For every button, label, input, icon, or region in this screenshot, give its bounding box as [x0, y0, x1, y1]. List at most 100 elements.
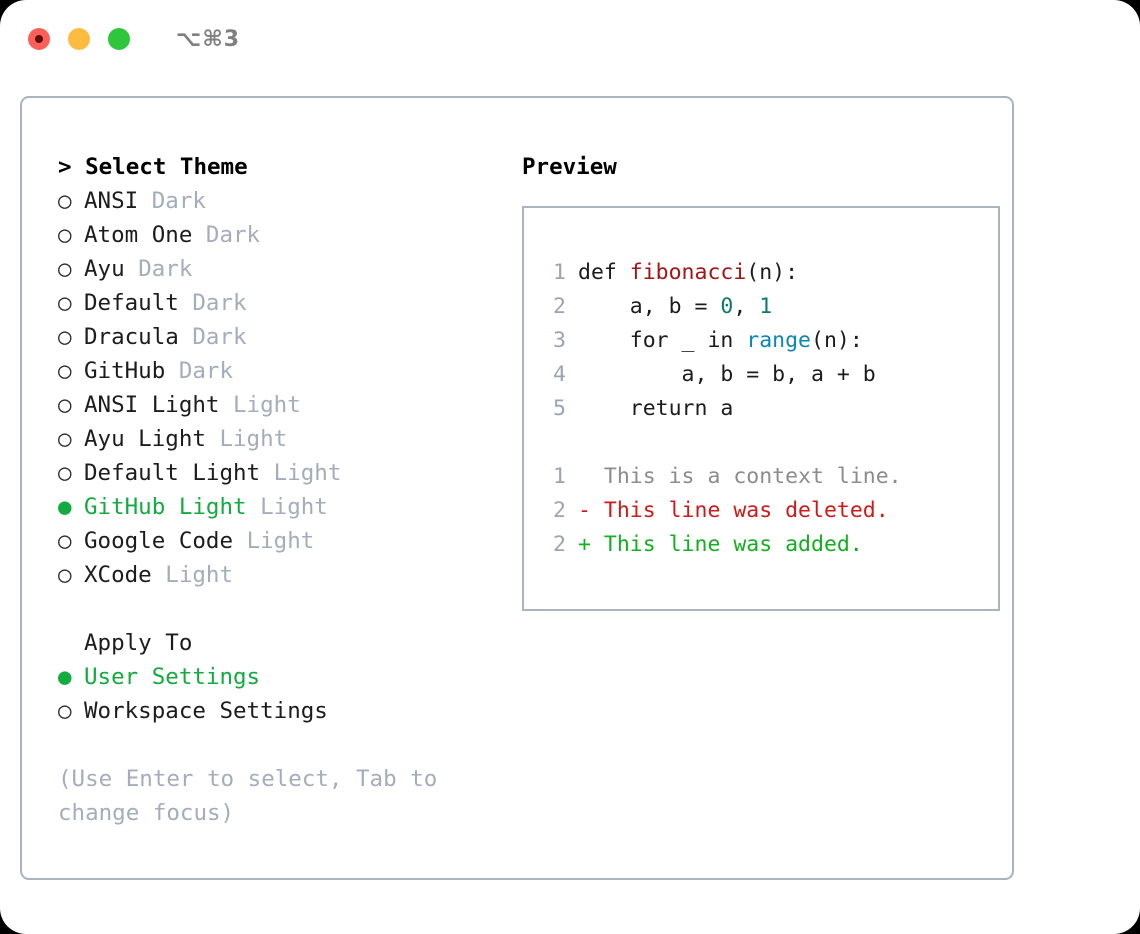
diff-sample: 1 This is a context line. 2- This line wa…	[540, 460, 998, 562]
apply-to-list[interactable]: ●User Settings ○ Workspace Settings	[58, 660, 500, 728]
theme-option-xcode[interactable]: ○XCode Light	[58, 558, 500, 592]
theme-option-label: Default	[84, 290, 179, 316]
line-number: 2	[553, 498, 566, 523]
theme-option-variant: Light	[219, 426, 288, 452]
line-number: 4	[553, 362, 566, 387]
theme-option-gap	[165, 354, 179, 388]
theme-option-variant: Dark	[178, 358, 234, 384]
code-line-content: def fibonacci(n):	[578, 256, 798, 290]
code-line: 3 for _ in range(n):	[540, 324, 998, 358]
theme-option-label: Dracula	[84, 324, 179, 350]
code-token-plain: for _ in	[578, 328, 747, 353]
radio-unselected-icon[interactable]: ○	[58, 188, 72, 214]
theme-option-ayu[interactable]: ○ Ayu Dark	[58, 252, 500, 286]
radio-selected-icon[interactable]: ●	[58, 494, 72, 520]
theme-selector-column: > Select Theme ○ANSI Dark○Atom One Dark○…	[40, 150, 500, 878]
diff-line-add: 2 + This line was added.	[540, 528, 998, 562]
theme-option-gap	[206, 422, 220, 456]
theme-option-variant: Dark	[192, 324, 247, 350]
code-token-plain: a, b =	[578, 294, 721, 319]
theme-option-gap	[247, 490, 261, 524]
theme-option-label: Atom One	[84, 222, 193, 248]
theme-option-dracula[interactable]: ○ Dracula Dark	[58, 320, 500, 354]
theme-option-ansi-light[interactable]: ○ANSI Light Light	[58, 388, 500, 422]
theme-option-github-light[interactable]: ●GitHub Light Light	[58, 490, 500, 524]
theme-option-default[interactable]: ○ Default Dark	[58, 286, 500, 320]
theme-option-gap	[125, 252, 139, 286]
theme-option-label: Ayu Light	[84, 426, 206, 452]
radio-unselected-icon[interactable]: ○	[58, 222, 72, 248]
minimize-window-button[interactable]	[68, 28, 90, 50]
theme-option-atom-one[interactable]: ○ Atom One Dark	[58, 218, 500, 252]
title-bar: ⌥⌘3	[0, 0, 1140, 78]
main-panel: > Select Theme ○ANSI Dark○Atom One Dark○…	[20, 96, 1014, 880]
theme-list[interactable]: ○ ANSI Dark ○ Atom One Dark ○ Ayu Dark ○ Defaul…	[58, 184, 500, 592]
radio-unselected-icon[interactable]: ○	[58, 426, 72, 452]
code-token-plain: return a	[578, 396, 734, 421]
apply-to-option-workspace-settings[interactable]: ○ Workspace Settings	[58, 694, 500, 728]
apply-to-option-label: Workspace Settings	[84, 698, 328, 724]
line-number: 2	[553, 294, 566, 319]
theme-option-variant: Dark	[205, 222, 261, 248]
theme-option-label: Google Code	[84, 528, 234, 554]
theme-option-label: Ayu	[84, 256, 125, 282]
theme-option-variant: Light	[165, 562, 234, 588]
radio-unselected-icon[interactable]: ○	[58, 528, 72, 554]
theme-option-variant: Dark	[151, 188, 206, 214]
code-token-plain: (n):	[746, 260, 799, 285]
theme-option-github[interactable]: ○ GitHub Dark	[58, 354, 500, 388]
diff-marker: +	[578, 532, 604, 557]
maximize-window-button[interactable]	[108, 28, 130, 50]
diff-line-text: This is a context line.	[603, 464, 902, 489]
theme-option-variant: Light	[246, 528, 315, 554]
radio-unselected-icon[interactable]: ○	[58, 392, 72, 418]
code-line: 4 a, b = b, a + b	[540, 358, 998, 392]
line-number: 1	[553, 464, 566, 489]
diff-line-del: 2- This line was deleted.	[540, 494, 998, 528]
theme-option-label: GitHub	[84, 358, 166, 384]
radio-unselected-icon[interactable]: ○	[58, 562, 72, 588]
radio-unselected-icon[interactable]: ○	[58, 358, 72, 384]
close-window-button[interactable]	[28, 28, 50, 50]
radio-selected-icon[interactable]: ●	[58, 664, 72, 690]
radio-unselected-icon[interactable]: ○	[58, 460, 72, 486]
hint-spacer	[58, 728, 500, 762]
code-line-content: for _ in range(n):	[578, 324, 863, 358]
radio-unselected-icon[interactable]: ○	[58, 324, 72, 350]
theme-option-variant: Dark	[138, 256, 193, 282]
theme-option-gap	[152, 558, 166, 592]
radio-unselected-icon[interactable]: ○	[58, 256, 72, 282]
theme-option-gap	[219, 388, 233, 422]
apply-to-option-user-settings[interactable]: ●User Settings	[58, 660, 500, 694]
select-theme-heading: > Select Theme	[58, 154, 248, 180]
list-spacer	[58, 592, 500, 626]
theme-option-ansi[interactable]: ○ ANSI Dark	[58, 184, 500, 218]
radio-unselected-icon[interactable]: ○	[58, 698, 72, 724]
diff-line-text: This line was added.	[603, 532, 863, 557]
radio-unselected-icon[interactable]: ○	[58, 290, 72, 316]
code-line: 2 a, b = 0, 1	[540, 290, 998, 324]
theme-option-variant: Dark	[192, 290, 247, 316]
theme-option-variant: Light	[273, 460, 342, 486]
line-number: 3	[553, 328, 566, 353]
theme-option-label: ANSI	[84, 188, 139, 214]
theme-option-variant: Light	[260, 494, 328, 520]
line-number: 5	[553, 396, 566, 421]
code-line: 5 return a	[540, 392, 998, 426]
theme-option-ayu-light[interactable]: ○ Ayu Light Light	[58, 422, 500, 456]
code-line-content: a, b = 0, 1	[578, 290, 772, 324]
code-line-content: a, b = b, a + b	[578, 358, 876, 392]
theme-option-default-light[interactable]: ○ Default Light Light	[58, 456, 500, 490]
theme-option-gap	[260, 456, 274, 490]
theme-option-gap	[179, 286, 193, 320]
theme-option-google-code[interactable]: ○ Google Code Light	[58, 524, 500, 558]
window-controls	[28, 28, 130, 50]
apply-to-heading: Apply To	[84, 630, 193, 656]
theme-option-label: Default Light	[84, 460, 261, 486]
line-number: 2	[553, 532, 566, 557]
